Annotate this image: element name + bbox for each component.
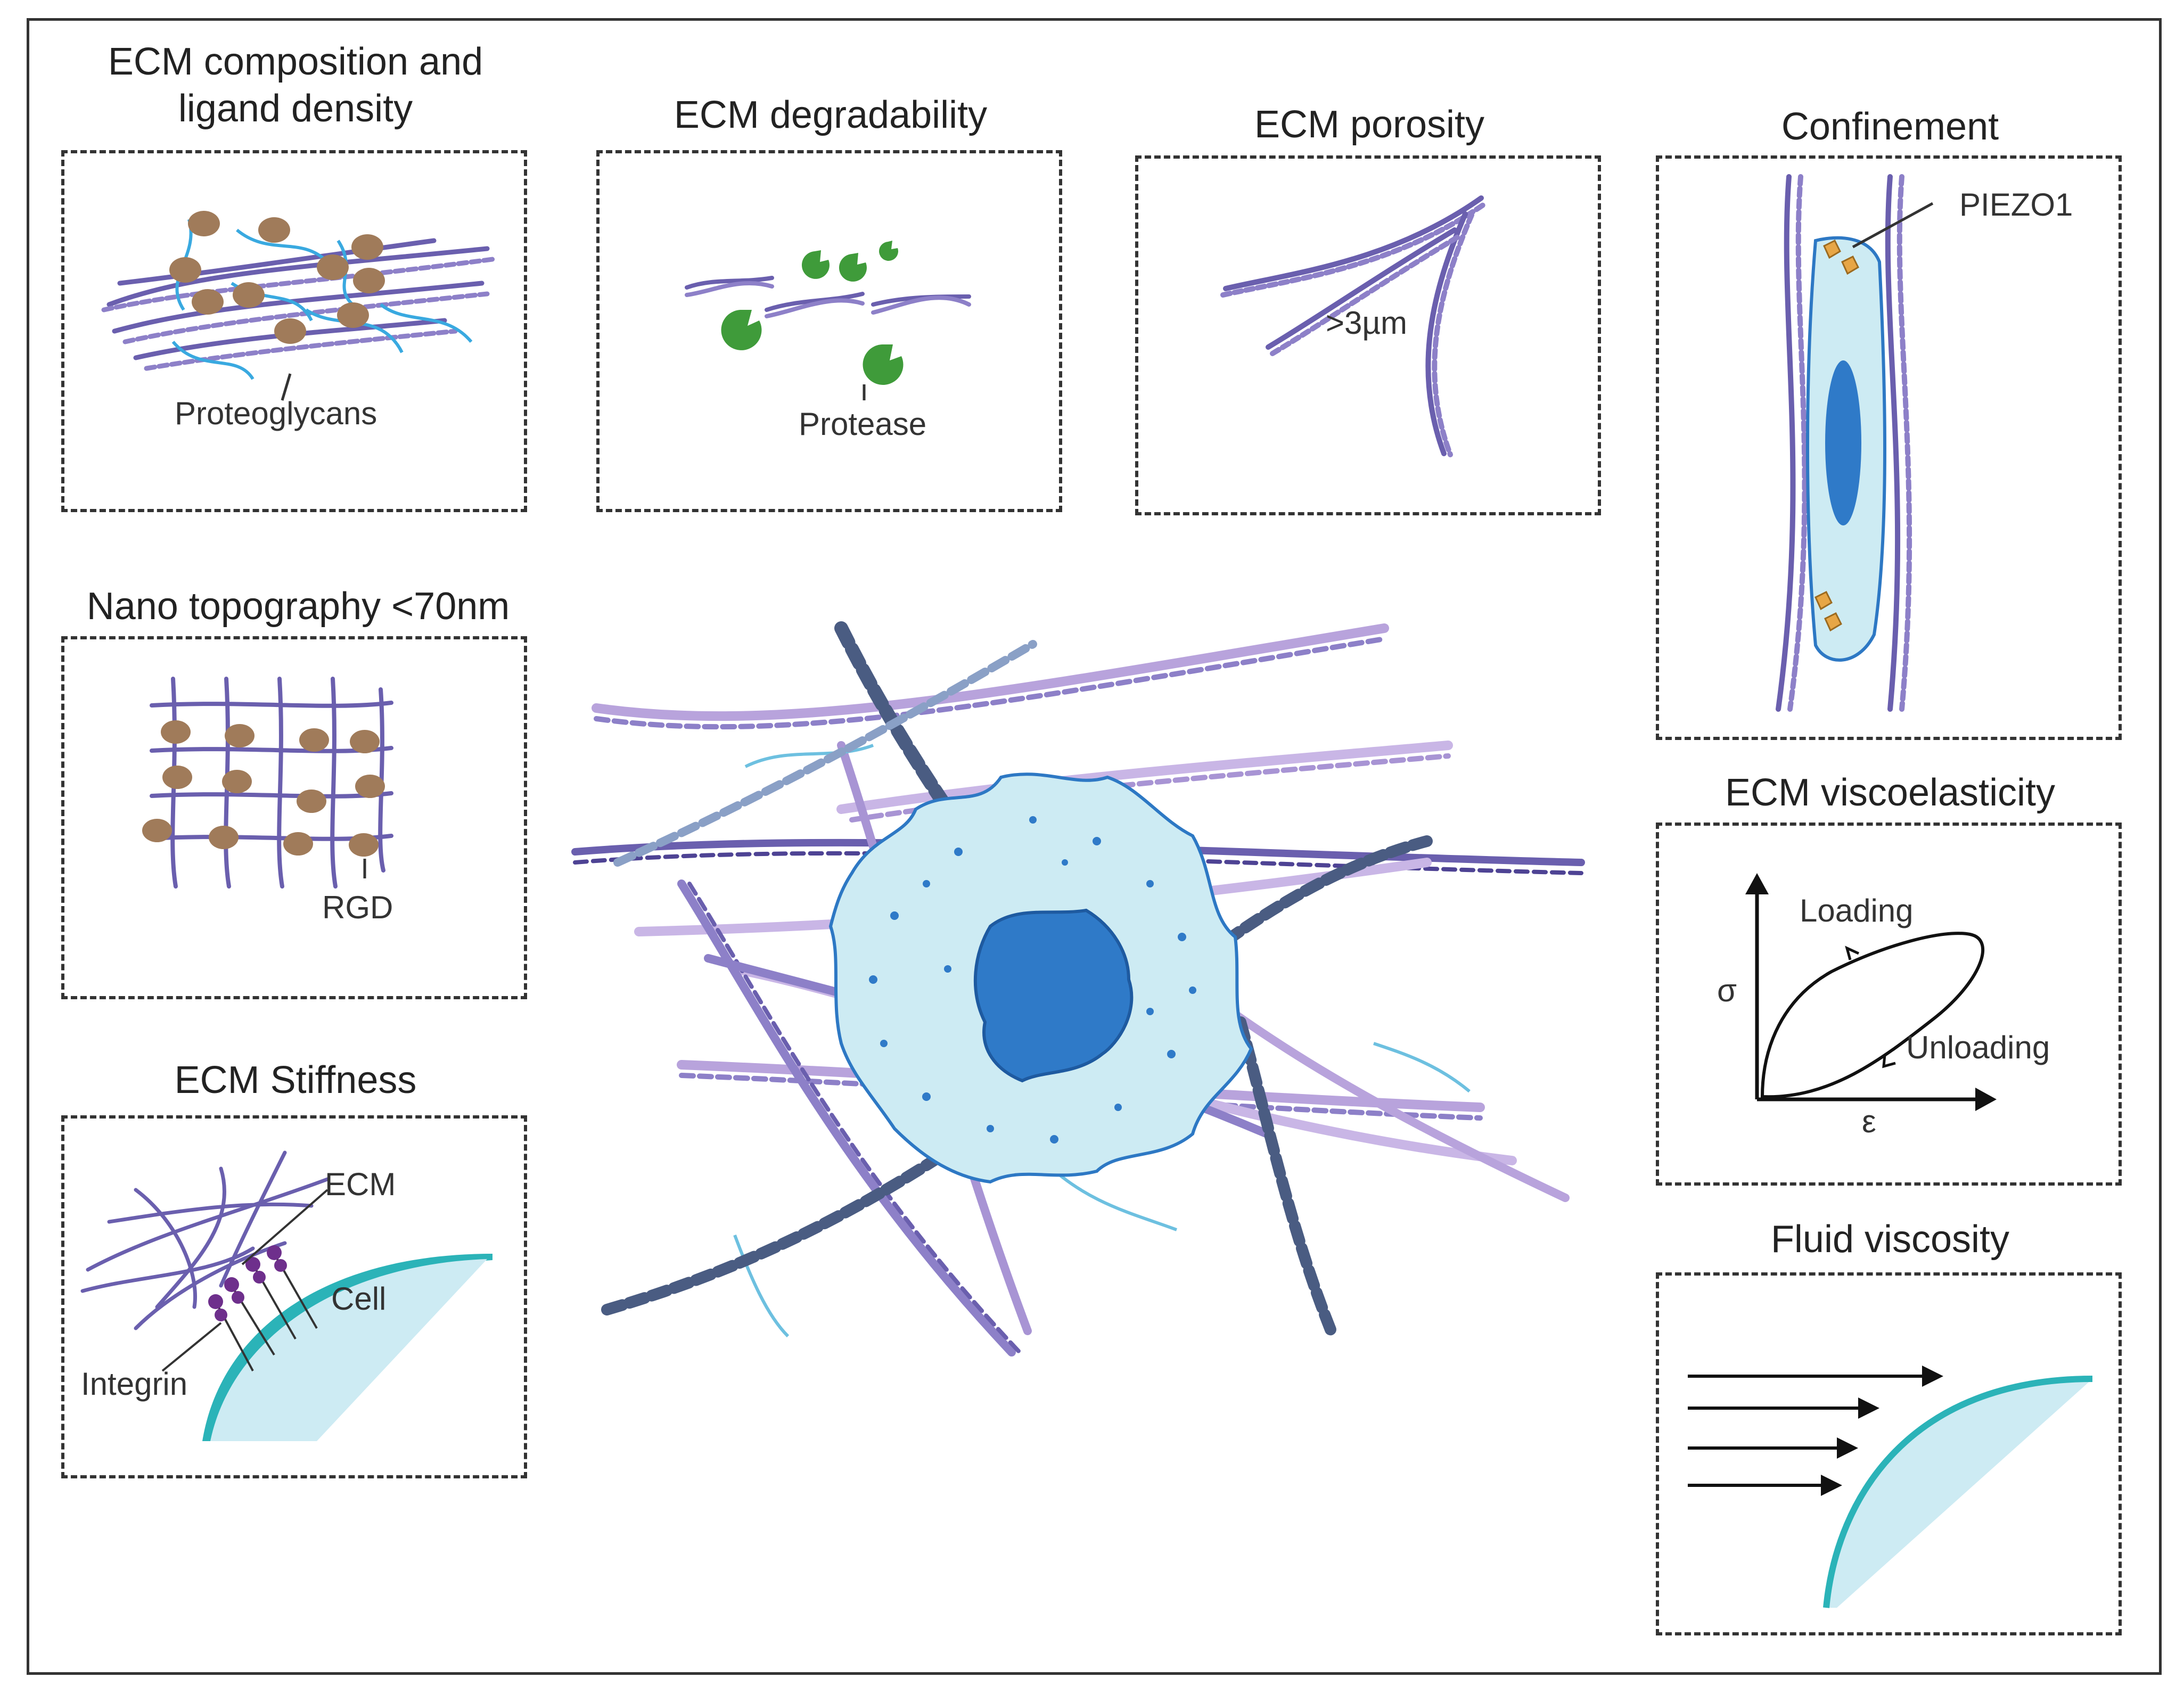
nano-grid (150, 677, 393, 889)
unloading-label: Unloading (1906, 1030, 2050, 1065)
piezo1-label: PIEZO1 (1959, 187, 2073, 223)
confining-fibers (1776, 174, 1912, 712)
degradability-panel (596, 150, 1062, 512)
integrin-label: Integrin (81, 1366, 188, 1402)
nanotopography-illustration (142, 677, 393, 889)
rgd-label: RGD (322, 890, 393, 925)
protease-label: Protease (799, 406, 927, 442)
strain-axis-label: ε (1862, 1104, 1876, 1139)
central-proteoglycans (733, 744, 1471, 1338)
degradability-illustration (685, 241, 971, 400)
stiffness-illustration (80, 1150, 492, 1441)
rgd-ligands (142, 720, 385, 857)
cell-label: Cell (331, 1281, 387, 1317)
confinement-title: Confinement (1781, 105, 1999, 148)
stiffness-panel (61, 1115, 527, 1478)
nanotopography-title: Nano topography <70nm (86, 585, 510, 628)
fluid-viscosity-illustration (1688, 1366, 2093, 1608)
loading-label: Loading (1800, 893, 1914, 928)
piezo1-channels (1814, 239, 1859, 632)
stress-strain-axes (1755, 886, 1981, 1101)
composition-title: ECM composition and ligand density (48, 38, 543, 132)
degradability-title: ECM degradability (674, 94, 988, 136)
fluid-viscosity-title: Fluid viscosity (1770, 1218, 2010, 1261)
central-cell-illustration (571, 621, 1585, 1356)
y-axis-arrow (1745, 873, 1769, 894)
fluid-viscosity-panel (1656, 1272, 2122, 1635)
porosity-title: ECM porosity (1254, 103, 1485, 146)
flow-cell-body (1826, 1379, 2092, 1608)
ecm-pointer (241, 1189, 329, 1265)
piezo1-pointer (1852, 202, 1934, 249)
stress-axis-label: σ (1717, 973, 1737, 1008)
cell-body (210, 1259, 487, 1441)
composition-title-line2: ligand density (178, 87, 413, 130)
hysteresis-loop (1760, 932, 1985, 1099)
confinement-panel (1656, 155, 2122, 740)
ecm-label: ECM (325, 1166, 396, 1202)
integrin-heads (208, 1245, 287, 1321)
flow-arrowheads (1821, 1366, 1943, 1496)
confinement-illustration (1776, 174, 1934, 712)
stiffness-title: ECM Stiffness (174, 1059, 417, 1101)
composition-title-line1: ECM composition and (108, 40, 483, 83)
figure-frame (27, 18, 2162, 1675)
confined-nucleus (1825, 360, 1861, 525)
protease-enzymes (721, 241, 904, 385)
porosity-illustration (1220, 195, 1487, 457)
fragmented-fibers (685, 276, 971, 318)
stiff-ecm-fibers (80, 1150, 330, 1330)
pore-size-label: >3µm (1326, 305, 1407, 341)
nanotopography-panel (61, 636, 527, 999)
flow-cell-membrane (1823, 1376, 2093, 1608)
proteoglycans (171, 219, 473, 380)
integrin-pointer (161, 1322, 222, 1372)
viscoelasticity-illustration (1745, 873, 1997, 1111)
central-nucleus (973, 908, 1134, 1083)
pore-fibers (1220, 195, 1487, 457)
loading-arrow (1845, 945, 1860, 960)
porosity-panel (1135, 155, 1601, 515)
x-axis-arrow (1975, 1088, 1997, 1111)
composition-illustration (101, 211, 495, 401)
flow-arrows (1688, 1375, 1922, 1487)
viscoelasticity-panel (1656, 823, 2122, 1186)
viscoelasticity-title: ECM viscoelasticity (1725, 771, 2056, 814)
proteoglycans-label: Proteoglycans (175, 396, 377, 431)
proteoglycan-pointer (281, 373, 292, 401)
unloading-arrow (1882, 1054, 1896, 1068)
ligands (169, 211, 385, 344)
composition-panel (61, 150, 527, 512)
cytoplasm-granules (869, 816, 1196, 1144)
